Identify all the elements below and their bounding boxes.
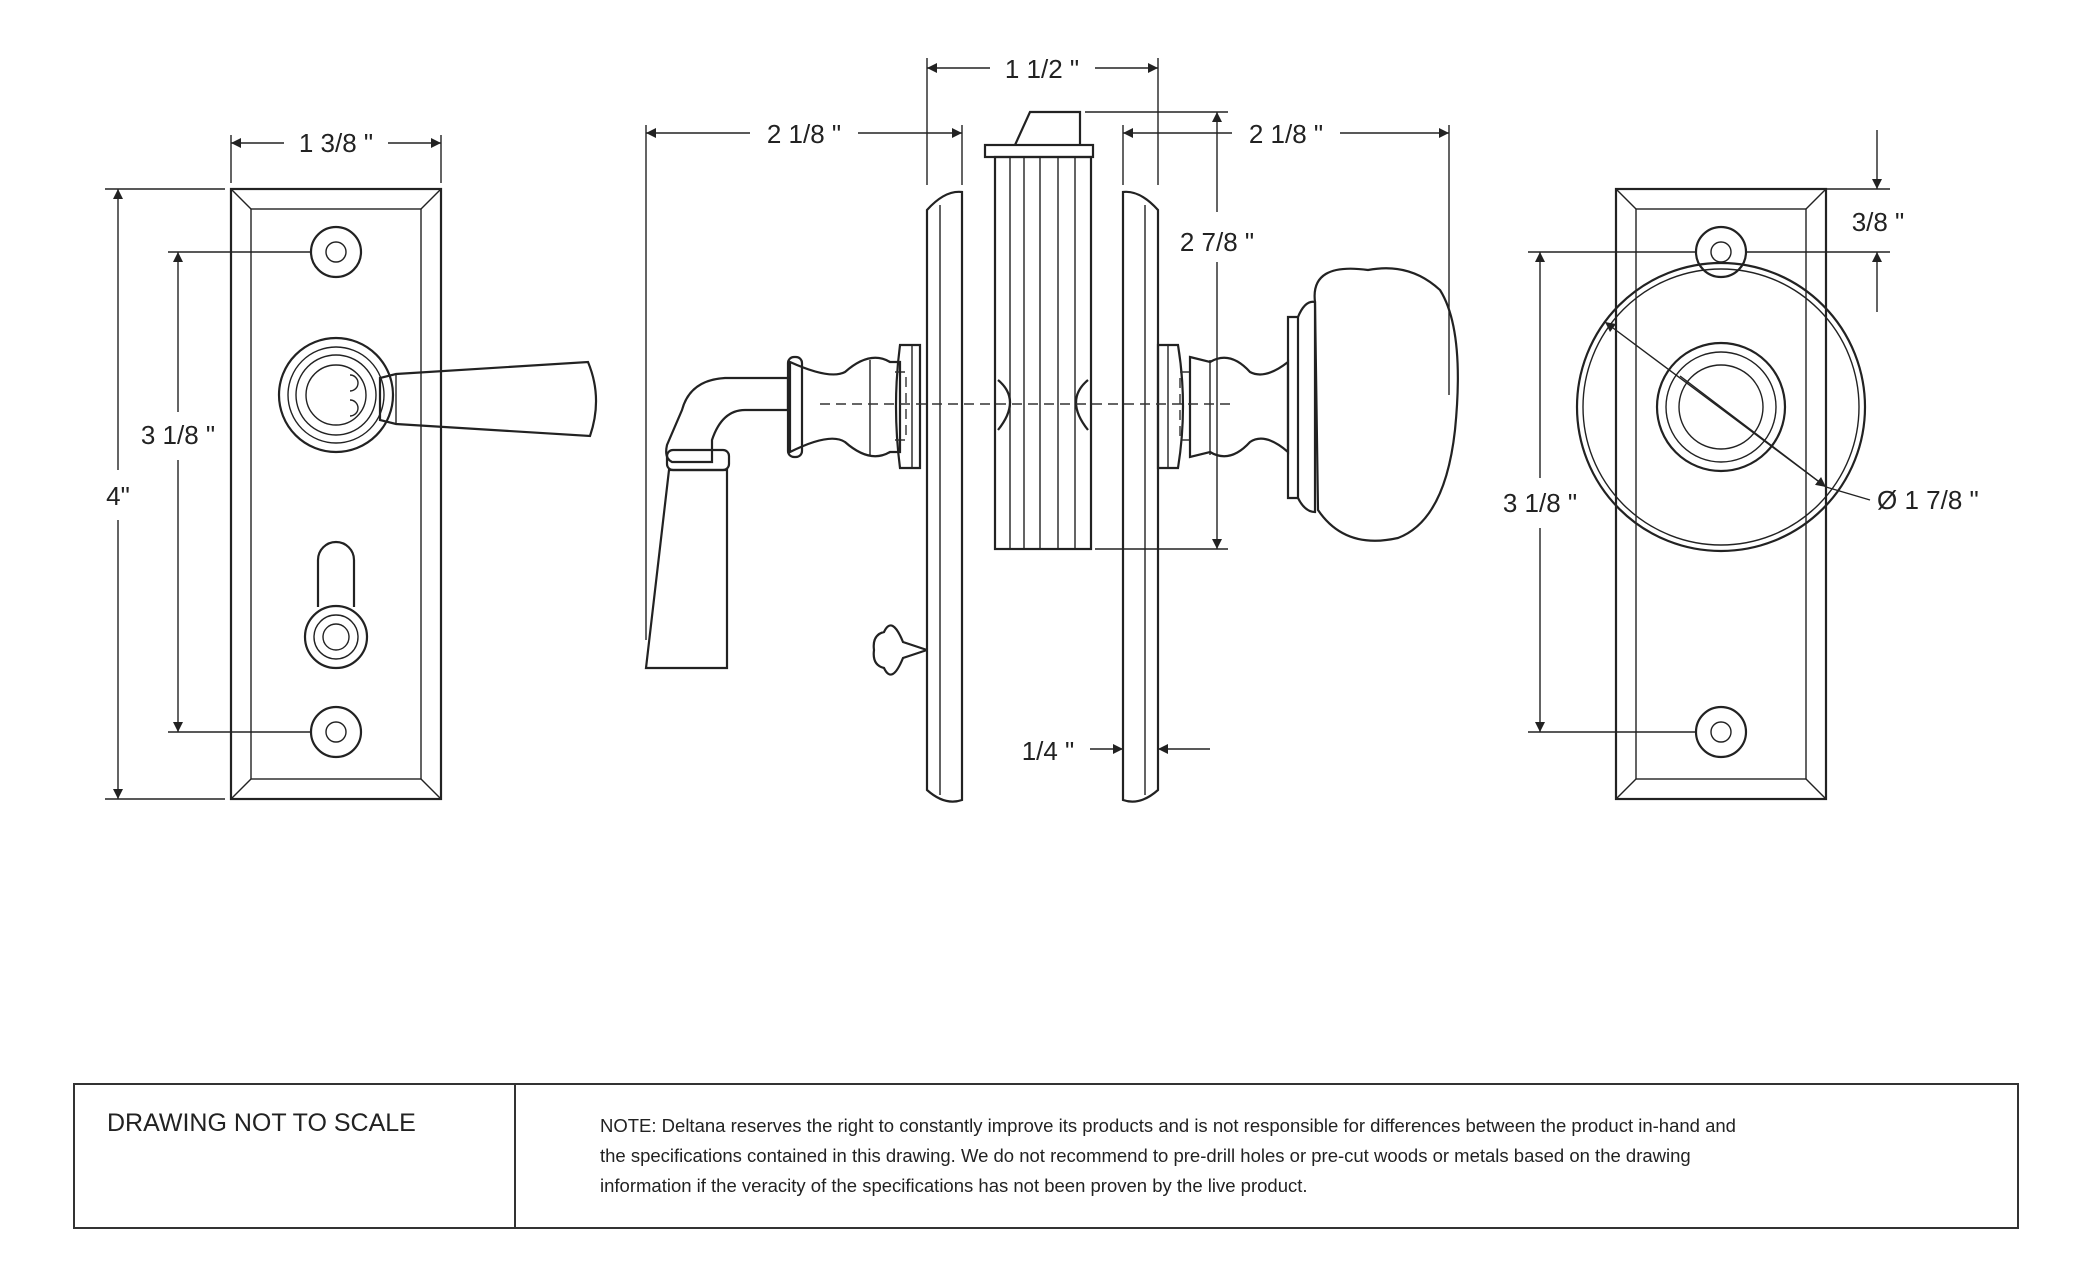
dim-overall-width: 1 1/2 "	[926, 54, 1159, 185]
dim-left-hole-spacing-label: 3 1/8 "	[141, 420, 215, 450]
notes-box: DRAWING NOT TO SCALE NOTE: Deltana reser…	[73, 1083, 2019, 1229]
disclaimer-cell: NOTE: Deltana reserves the right to cons…	[516, 1085, 2017, 1227]
scale-cell: DRAWING NOT TO SCALE	[75, 1085, 516, 1227]
dim-knob-projection-label: 2 1/8 "	[1249, 119, 1323, 149]
dim-plate-thickness-label: 1/4 "	[1022, 736, 1075, 766]
lever-rosette	[277, 336, 395, 454]
dim-plate-height-label: 4"	[106, 481, 130, 511]
dim-top-offset: 3/8 "	[1735, 130, 1904, 312]
dim-plate-thickness: 1/4 "	[1022, 736, 1210, 766]
dim-left-hole-spacing: 3 1/8 "	[141, 251, 311, 733]
back-view-rosette: Ø 1 7/8 " 3/8 " 3 1/8 "	[1503, 130, 1979, 801]
dim-knob-projection: 2 1/8 "	[1122, 119, 1450, 395]
lever-handle	[378, 360, 598, 438]
knob-side-rose	[1156, 343, 1190, 470]
dim-right-hole-spacing-label: 3 1/8 "	[1503, 488, 1577, 518]
rosette	[1575, 261, 1867, 553]
screw-hole-bottom	[309, 705, 363, 759]
dim-overall-width-label: 1 1/2 "	[1005, 54, 1079, 84]
lever-side-rose	[894, 343, 922, 470]
dim-right-hole-spacing: 3 1/8 "	[1503, 251, 1696, 733]
disclaimer-line-3: information if the veracity of the speci…	[600, 1175, 1308, 1196]
side-view: 1 1/2 " 2 1/8 " 2 1/8 " 2 7/8 "	[644, 54, 1459, 803]
knob-neck	[1188, 355, 1290, 459]
dim-lever-projection: 2 1/8 "	[645, 119, 963, 640]
dim-spindle-height-label: 2 7/8 "	[1180, 227, 1254, 257]
dim-plate-width: 1 3/8 "	[230, 128, 442, 183]
dim-rosette-diameter-label: Ø 1 7/8 "	[1877, 485, 1979, 515]
back-screw-hole-bottom	[1694, 705, 1748, 759]
dim-plate-width-label: 1 3/8 "	[299, 128, 373, 158]
knob-side-plate	[1121, 190, 1160, 803]
dim-plate-height: 4"	[105, 188, 225, 800]
thumb-turn-side	[872, 624, 928, 676]
back-plate-bevel	[1635, 208, 1807, 780]
front-view-lever: 1 3/8 " 4" 3 1/8 "	[105, 128, 598, 801]
dim-lever-projection-label: 2 1/8 "	[767, 119, 841, 149]
dim-rosette-diameter: Ø 1 7/8 "	[1604, 321, 1979, 515]
latch-body	[983, 110, 1095, 551]
thumb-turn	[303, 540, 369, 670]
lever-neck	[786, 355, 902, 459]
dim-top-offset-label: 3/8 "	[1852, 207, 1905, 237]
screw-hole-top	[309, 225, 363, 279]
lever-side-handle	[644, 376, 790, 670]
back-plate-outline	[1614, 187, 1828, 801]
disclaimer-line-1: NOTE: Deltana reserves the right to cons…	[600, 1115, 1736, 1136]
lever-side-plate	[925, 190, 964, 803]
plate-bevel	[250, 208, 422, 780]
plate-outline	[229, 187, 443, 801]
scale-label: DRAWING NOT TO SCALE	[107, 1109, 416, 1137]
dim-spindle-height: 2 7/8 "	[1085, 111, 1254, 550]
disclaimer-line-2: the specifications contained in this dra…	[600, 1145, 1691, 1166]
knob	[1286, 267, 1459, 542]
